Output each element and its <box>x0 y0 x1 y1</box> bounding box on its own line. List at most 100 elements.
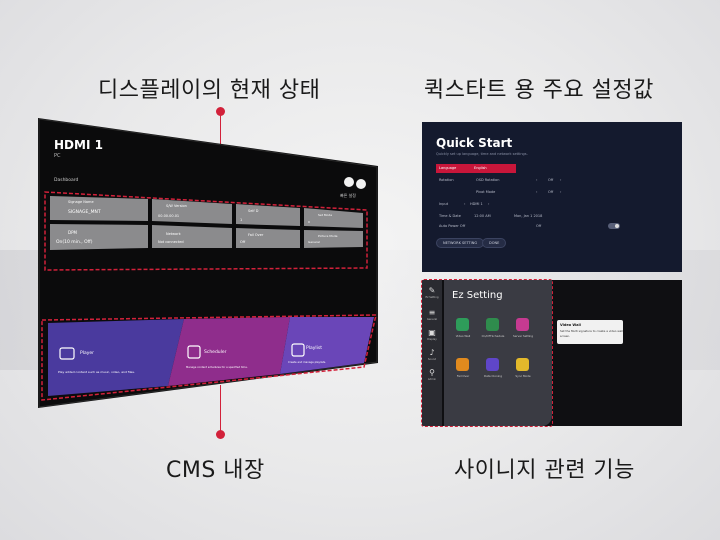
admin-icon[interactable]: ⚲ <box>429 368 435 377</box>
scheduler-icon <box>187 345 201 359</box>
ez-setting-card: Ez Setting Video Wall On/Off Schedule Se… <box>444 280 552 426</box>
on-off-schedule-icon[interactable] <box>486 318 499 331</box>
callout-dot-bottom <box>216 430 225 439</box>
qs-row-extra: Mon, Jan 1 2018 <box>514 214 543 218</box>
qs-row-value: HDMI 1 <box>470 202 483 206</box>
tile-signage-name-value: SIGNAGE_MNT <box>68 210 101 215</box>
sidebar-item-display[interactable]: Display <box>427 338 437 341</box>
callout-dot-top <box>216 107 225 116</box>
qs-row-rotation[interactable]: Rotation OSD Rotation ‹ Off › <box>436 176 672 185</box>
qs-row-input[interactable]: Input ‹ HDMI 1 › <box>436 200 672 209</box>
network-setting-button[interactable]: NETWORK SETTING <box>436 238 485 248</box>
heading-signage-features: 사이니지 관련 기능 <box>454 458 635 483</box>
qs-row-value: OSD Rotation <box>476 178 500 182</box>
ez-sidebar: ✎ Ez Setting ≡ General ▣ Display ♪ Sound… <box>422 280 442 426</box>
qs-row-extra: Off <box>548 190 554 194</box>
qs-row-auto-power-off[interactable]: Auto Power Off Off <box>436 222 672 231</box>
qs-row-pivot[interactable]: Pivot Mode ‹ Off › <box>436 188 672 197</box>
tooltip-title: Video Wall <box>560 323 581 327</box>
cms-panel-player[interactable] <box>48 319 184 396</box>
playlist-icon <box>291 343 305 357</box>
cms-scheduler-title: Scheduler <box>204 350 227 355</box>
display-input-name: HDMI 1 <box>54 138 103 152</box>
chevron-left-icon[interactable]: ‹ <box>464 202 466 206</box>
dashboard-highlight <box>44 191 368 271</box>
fail-over-icon[interactable] <box>456 358 469 371</box>
chevron-left-icon[interactable]: ‹ <box>536 178 538 182</box>
cms-playlist-desc: Create and manage playlists. <box>288 361 327 364</box>
qs-row-label: Language <box>439 166 457 170</box>
qs-row-label: Auto Power Off <box>439 224 466 228</box>
ez-setting-title: Ez Setting <box>452 290 503 301</box>
signage-display: HDMI 1 PC Dashboard 빠른 설정 Signage Name S… <box>38 118 378 408</box>
tile-signage-name-title: Signage Name <box>68 200 94 204</box>
sidebar-item-sound[interactable]: Sound <box>427 358 437 361</box>
sidebar-item-ez-setting[interactable]: Ez Setting <box>425 296 439 299</box>
tile-network-title: Network <box>166 232 181 236</box>
cms-player-desc: Play added content such as music, video,… <box>58 370 135 374</box>
done-button[interactable]: DONE <box>482 238 507 248</box>
settings-icon[interactable] <box>356 179 366 189</box>
server-setting-icon[interactable] <box>516 318 529 331</box>
tooltip-line1: Set the Multi signature to create a vide… <box>560 329 623 333</box>
qs-row-extra: Off <box>548 178 554 182</box>
heading-cms-builtin: CMS 내장 <box>166 458 265 483</box>
qs-row-label: Rotation <box>439 178 454 182</box>
video-wall-icon[interactable] <box>456 318 469 331</box>
qs-row-value: Pivot Mode <box>476 190 496 194</box>
tile-dpm-value: On(10 min., Off) <box>56 240 93 245</box>
tile-dpm-title: DPM <box>68 230 77 235</box>
chevron-right-icon[interactable]: › <box>560 178 562 182</box>
quick-settings-label: 빠른 설정 <box>340 193 356 198</box>
tile-fail-over-value: Off <box>240 240 246 244</box>
qs-row-value: English <box>474 166 487 170</box>
app-label-data-cloning: Data Cloning <box>483 374 503 378</box>
cms-scheduler-desc: Manage content schedules for a specified… <box>186 366 248 369</box>
heading-quick-start-values: 퀵스타트 용 주요 설정값 <box>424 78 654 103</box>
cms-playlist-title: Playlist <box>306 346 322 351</box>
cms-highlight <box>41 314 377 401</box>
cms-panel-playlist[interactable] <box>280 317 374 374</box>
general-icon[interactable]: ≡ <box>428 308 436 317</box>
tooltip-line2: screen. <box>560 334 571 338</box>
qs-row-value: 12:00 AM <box>474 214 491 218</box>
auto-power-off-toggle[interactable] <box>608 223 620 229</box>
chevron-right-icon[interactable]: › <box>488 202 490 206</box>
qs-row-label: Input <box>439 202 449 206</box>
player-icon <box>59 347 75 360</box>
dashboard-label: Dashboard <box>54 178 79 183</box>
display-input-sub: PC <box>54 153 61 159</box>
data-cloning-icon[interactable] <box>486 358 499 371</box>
tile-network-value: Not connected <box>158 240 184 244</box>
sidebar-item-admin[interactable]: Admin <box>427 378 437 381</box>
app-label-video-wall: Video Wall <box>455 334 471 338</box>
sound-icon[interactable]: ♪ <box>429 348 435 357</box>
video-wall-tooltip: Video Wall Set the Multi signature to cr… <box>557 320 623 344</box>
tile-sw-version-title: S/W Version <box>166 204 187 208</box>
ez-setting-highlight <box>421 279 553 427</box>
quick-start-screen: Quick Start Quickly set up language, tim… <box>422 122 682 272</box>
dashboard-tiles <box>50 196 363 250</box>
cms-panel-scheduler[interactable] <box>168 317 290 386</box>
callout-line-bottom <box>220 385 221 433</box>
sync-mode-icon[interactable] <box>516 358 529 371</box>
menu-icon[interactable] <box>344 177 354 187</box>
ez-setting-icon[interactable]: ✎ <box>428 286 436 295</box>
chevron-left-icon[interactable]: ‹ <box>536 190 538 194</box>
tile-set-mode-title: Set Mode <box>318 213 333 217</box>
display-icon[interactable]: ▣ <box>428 328 436 337</box>
quick-start-subtitle: Quickly set up language, time and networ… <box>436 152 528 156</box>
cms-player-title: Player <box>80 351 95 356</box>
tile-self-d-value: 1 <box>240 218 243 222</box>
tile-set-mode-value: 0 <box>308 220 310 224</box>
qs-row-label: Time & Date <box>439 214 461 218</box>
chevron-right-icon[interactable]: › <box>560 190 562 194</box>
app-label-server-setting: Server Setting <box>512 334 534 338</box>
sidebar-item-general[interactable]: General <box>426 318 438 321</box>
tile-picture-mode-title: Picture Mode <box>318 234 338 238</box>
qs-row-time-date[interactable]: Time & Date 12:00 AM Mon, Jan 1 2018 <box>436 212 672 221</box>
qs-row-language[interactable]: Language English <box>436 164 516 173</box>
app-label-on-off-schedule: On/Off Schedule <box>481 334 505 338</box>
tile-sw-version-value: 00.00.00.01 <box>158 214 180 218</box>
heading-display-status: 디스플레이의 현재 상태 <box>98 78 321 103</box>
